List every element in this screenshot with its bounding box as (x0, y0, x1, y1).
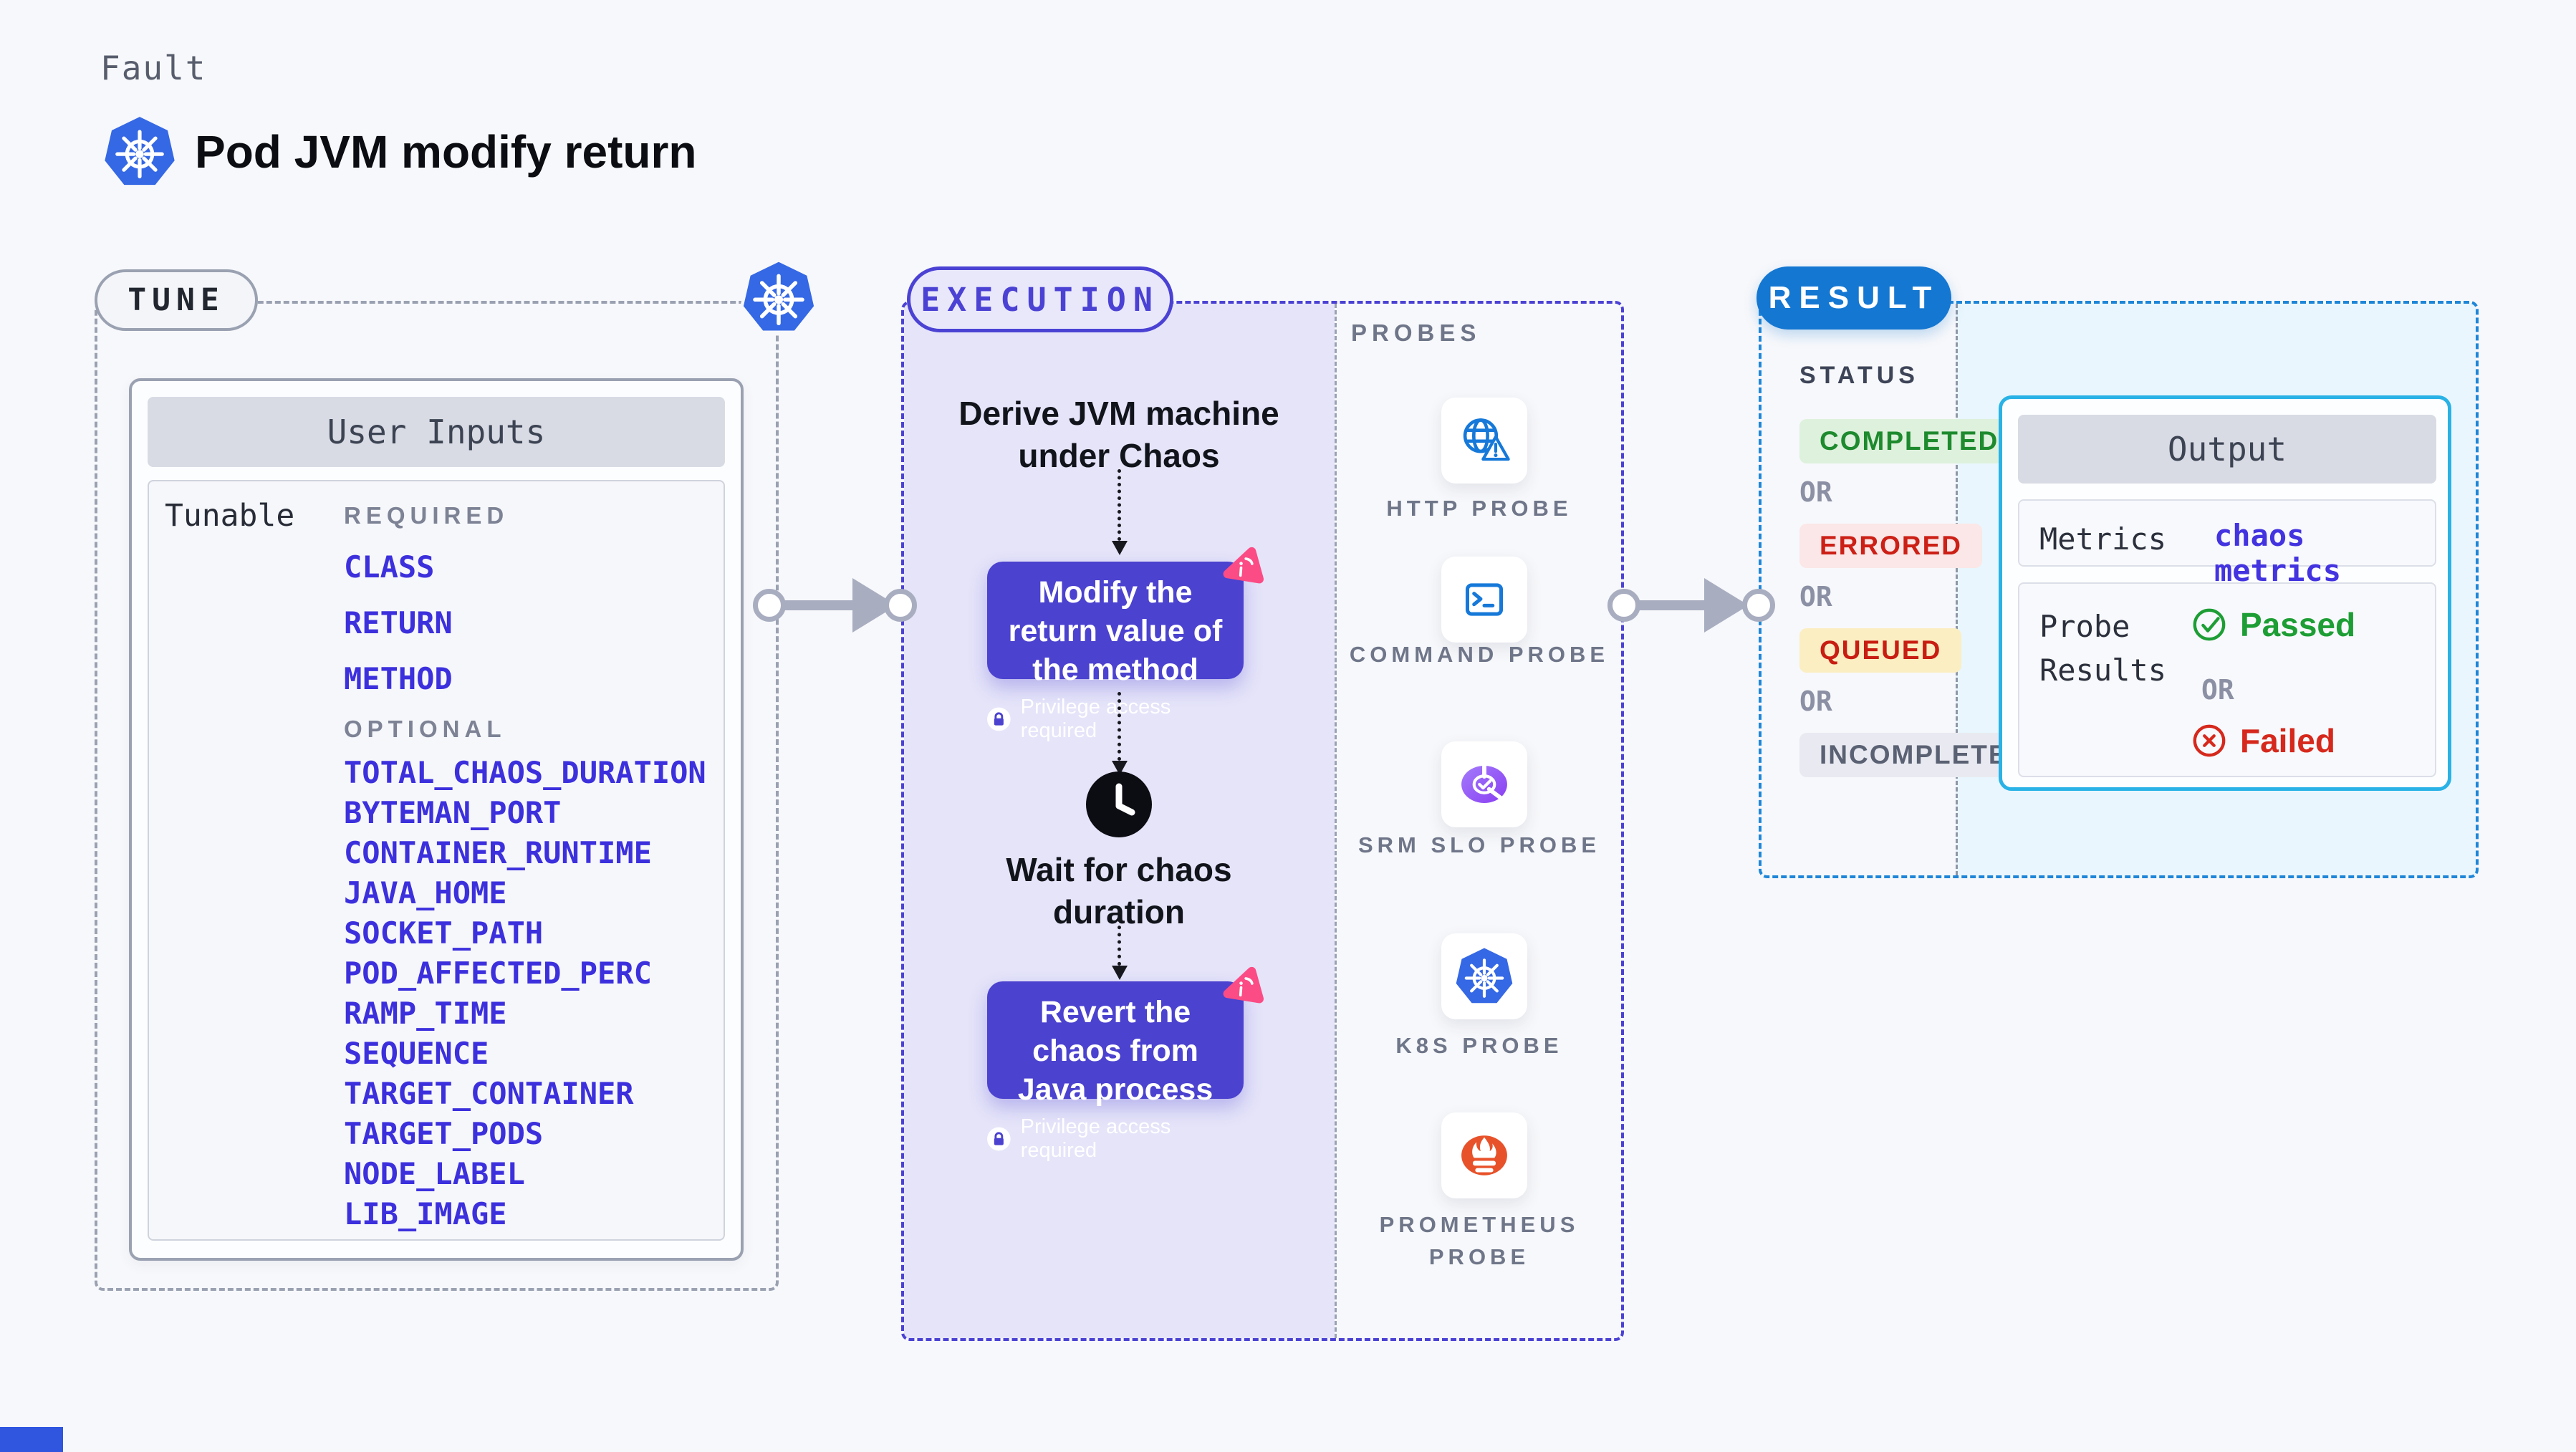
or-separator: OR (1799, 686, 1832, 717)
probe-card-k8s (1441, 933, 1527, 1019)
tunable-item: RETURN (344, 605, 453, 640)
lock-icon (987, 1127, 1011, 1150)
tunable-item: TARGET_PODS (344, 1115, 544, 1151)
probes-zone-label: PROBES (1351, 319, 1481, 346)
output-header-label: Output (2167, 430, 2287, 468)
lock-icon (987, 707, 1011, 731)
connector-node (1607, 589, 1640, 622)
output-card: Output Metrics chaos metrics Probe Resul… (1999, 395, 2451, 791)
or-separator: OR (2201, 674, 2234, 706)
tunable-item: METHOD (344, 660, 453, 696)
action-modify-return-label: Modify the return value of the method (1008, 575, 1223, 688)
execution-to-result-arrow-line (1640, 600, 1708, 610)
tune-section-pill: TUNE (95, 269, 258, 331)
status-column-label: STATUS (1799, 362, 1919, 389)
flow-arrow-down (1112, 911, 1128, 980)
status-badge-queued: QUEUED (1799, 628, 1962, 673)
action-revert-chaos-box: Revert the chaos from Java process Privi… (987, 981, 1244, 1162)
probe-card-command (1441, 557, 1527, 643)
tunable-item: JAVA_HOME (344, 875, 507, 910)
tunable-item: TARGET_CONTAINER (344, 1075, 634, 1111)
connector-node (884, 589, 917, 622)
execution-section-frame (901, 301, 1624, 1341)
status-badge-completed: COMPLETED (1799, 419, 2019, 463)
x-circle-icon (2193, 724, 2226, 757)
action-revert-chaos-label: Revert the chaos from Java process (1017, 995, 1213, 1107)
probe-label: COMMAND PROBE (1349, 642, 1610, 667)
probe-card-http (1441, 398, 1527, 484)
privilege-badge-label: Privilege access required (1020, 695, 1171, 742)
flow-arrow-down (1112, 692, 1128, 775)
user-inputs-header-label: User Inputs (327, 413, 546, 451)
action-modify-return-box: Modify the return value of the method Pr… (987, 562, 1244, 742)
privilege-badge: Privilege access required (987, 696, 1244, 743)
tunable-row-label: Tunable (165, 498, 295, 534)
tunable-item: NODE_LABEL (344, 1155, 525, 1191)
k8s-probe-icon (1456, 948, 1513, 1004)
chaos-litmus-icon (1217, 961, 1269, 1013)
page-title: Pod JVM modify return (195, 126, 697, 178)
failed-verdict: Failed (2191, 721, 2335, 760)
tunable-item: LIB_IMAGE (344, 1196, 507, 1231)
flow-arrow-down (1112, 469, 1128, 555)
probe-card-prometheus (1441, 1112, 1527, 1198)
result-section-pill: RESULT (1756, 266, 1951, 330)
metrics-row: Metrics chaos metrics (2018, 499, 2436, 588)
probes-separator-line (1335, 304, 1337, 1338)
execution-section-pill: EXECUTION (907, 266, 1173, 332)
prometheus-probe-icon (1461, 1135, 1507, 1175)
metrics-value: chaos metrics (2214, 518, 2342, 588)
or-separator: OR (1799, 476, 1832, 508)
privilege-badge: Privilege access required (987, 1115, 1244, 1163)
passed-label: Passed (2240, 606, 2356, 643)
clock-icon (1083, 769, 1155, 840)
execution-to-result-arrow-head (1704, 578, 1749, 633)
tunable-item: RAMP_TIME (344, 995, 507, 1031)
probe-label: HTTP PROBE (1386, 496, 1572, 521)
tunables-list-panel (148, 480, 725, 1241)
tunable-item: SOCKET_PATH (344, 915, 544, 951)
kubernetes-icon (739, 258, 818, 337)
kubernetes-icon (102, 115, 177, 189)
or-separator: OR (1799, 581, 1832, 612)
optional-group-label: OPTIONAL (344, 716, 506, 742)
tunable-item: CONTAINER_RUNTIME (344, 835, 652, 870)
fault-eyebrow: Fault (100, 49, 207, 87)
result-separator-line (1956, 304, 1958, 875)
connector-node (1742, 589, 1775, 622)
tunable-item: CLASS (344, 549, 435, 585)
bottom-corner-decoration (0, 1427, 63, 1452)
tunable-item: POD_AFFECTED_PERC (344, 955, 652, 991)
status-badge-errored: ERRORED (1799, 524, 1983, 568)
output-card-header: Output (2018, 415, 2436, 484)
srm-slo-probe-icon (1461, 764, 1507, 804)
failed-label: Failed (2240, 722, 2335, 759)
metrics-label: Metrics (2039, 521, 2167, 557)
command-probe-icon (1465, 583, 1504, 616)
probe-results-label: Probe Results (2039, 609, 2167, 688)
user-inputs-header: User Inputs (148, 397, 725, 467)
tune-to-execution-arrow-line (785, 600, 857, 610)
step-derive-jvm: Derive JVM machine under Chaos (958, 395, 1279, 474)
result-section-label: RESULT (1768, 280, 1940, 315)
http-probe-icon (1463, 418, 1510, 461)
connector-node (753, 589, 786, 622)
tunables-column: REQUIRED CLASS RETURN METHOD OPTIONAL TO… (344, 493, 731, 1234)
tunable-item: SEQUENCE (344, 1035, 489, 1071)
probe-results-row: Probe Results Passed OR Failed (2018, 582, 2436, 777)
tunable-item: TOTAL_CHAOS_DURATION (344, 754, 706, 790)
probe-card-srm-slo (1441, 741, 1527, 827)
tune-section-frame (95, 301, 779, 1291)
execution-section-label: EXECUTION (921, 280, 1160, 319)
tune-section-label: TUNE (128, 282, 225, 318)
privilege-badge-label: Privilege access required (1020, 1115, 1171, 1162)
tunable-item: BYTEMAN_PORT (344, 794, 562, 830)
check-circle-icon (2193, 608, 2226, 641)
required-group-label: REQUIRED (344, 502, 509, 529)
chaos-litmus-icon (1217, 541, 1269, 593)
passed-verdict: Passed (2191, 605, 2355, 644)
probe-label: K8S PROBE (1395, 1033, 1563, 1058)
probe-label: SRM SLO PROBE (1357, 832, 1601, 857)
probe-label: PROMETHEUS PROBE (1379, 1212, 1580, 1269)
